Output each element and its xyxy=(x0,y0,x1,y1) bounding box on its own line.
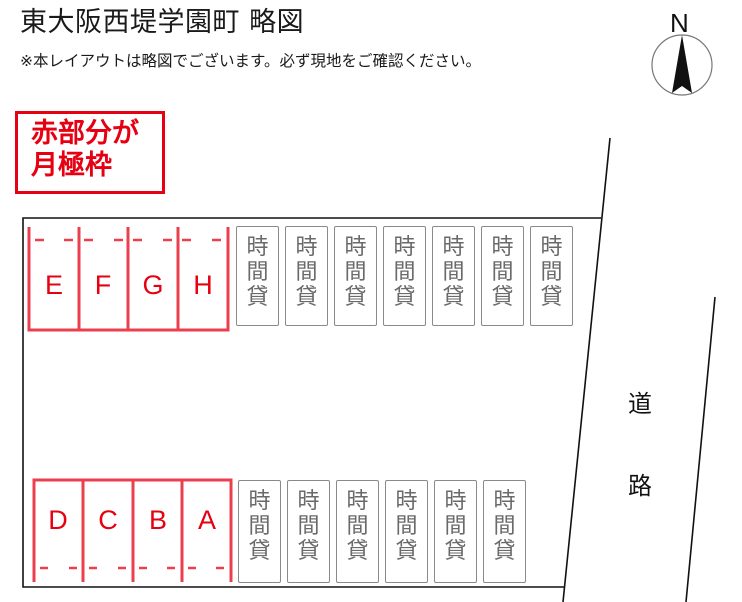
monthly-stalls-bottom xyxy=(32,478,233,582)
hourly-stall[interactable]: 時間貸 xyxy=(236,226,279,326)
road-label-2: 路 xyxy=(628,472,652,500)
monthly-stall-F[interactable]: F xyxy=(94,270,112,300)
hourly-stall[interactable]: 時間貸 xyxy=(285,226,328,326)
hourly-char: 貸 xyxy=(395,539,418,564)
hourly-char: 貸 xyxy=(246,285,269,310)
hourly-char: 時 xyxy=(540,235,563,260)
hourly-char: 間 xyxy=(393,260,416,285)
hourly-stall[interactable]: 時間貸 xyxy=(434,480,477,583)
monthly-stall-A[interactable]: A xyxy=(197,505,216,535)
monthly-stall-C[interactable]: C xyxy=(98,505,118,535)
hourly-stall[interactable]: 時間貸 xyxy=(287,480,330,583)
monthly-stall-E[interactable]: E xyxy=(44,270,63,300)
monthly-stall-B[interactable]: B xyxy=(148,505,167,535)
hourly-char: 貸 xyxy=(444,539,467,564)
hourly-stall[interactable]: 時間貸 xyxy=(334,226,377,326)
road-label-1: 道 xyxy=(628,390,652,418)
hourly-char: 貸 xyxy=(248,539,271,564)
monthly-stall-G[interactable]: G xyxy=(142,270,164,300)
hourly-char: 間 xyxy=(295,260,318,285)
hourly-char: 時 xyxy=(346,489,369,514)
hourly-char: 貸 xyxy=(540,285,563,310)
hourly-char: 間 xyxy=(540,260,563,285)
hourly-char: 時 xyxy=(393,235,416,260)
lot-boundary xyxy=(22,217,601,588)
hourly-char: 貸 xyxy=(344,285,367,310)
hourly-char: 時 xyxy=(344,235,367,260)
hourly-char: 時 xyxy=(493,489,516,514)
hourly-stall[interactable]: 時間貸 xyxy=(385,480,428,583)
road-edges xyxy=(562,137,716,602)
monthly-stall-D[interactable]: D xyxy=(48,505,68,535)
hourly-char: 間 xyxy=(493,514,516,539)
hourly-char: 貸 xyxy=(295,285,318,310)
hourly-stall[interactable]: 時間貸 xyxy=(483,480,526,583)
hourly-char: 時 xyxy=(395,489,418,514)
hourly-char: 時 xyxy=(442,235,465,260)
hourly-char: 間 xyxy=(344,260,367,285)
hourly-char: 間 xyxy=(444,514,467,539)
disclaimer-note: ※本レイアウトは略図でございます。必ず現地をご確認ください。 xyxy=(20,52,481,70)
legend-box: 赤部分が 月極枠 xyxy=(15,111,165,194)
hourly-char: 時 xyxy=(297,489,320,514)
hourly-char: 間 xyxy=(297,514,320,539)
legend-line-1: 赤部分が xyxy=(31,118,139,149)
compass-north-label: N xyxy=(670,8,689,38)
hourly-stall[interactable]: 時間貸 xyxy=(336,480,379,583)
hourly-stall[interactable]: 時間貸 xyxy=(238,480,281,583)
hourly-char: 時 xyxy=(491,235,514,260)
hourly-stall[interactable]: 時間貸 xyxy=(481,226,524,326)
hourly-char: 間 xyxy=(248,514,271,539)
hourly-char: 貸 xyxy=(491,285,514,310)
hourly-char: 貸 xyxy=(297,539,320,564)
hourly-char: 貸 xyxy=(442,285,465,310)
hourly-char: 貸 xyxy=(393,285,416,310)
monthly-stalls-top xyxy=(27,227,230,332)
hourly-stall[interactable]: 時間貸 xyxy=(530,226,573,326)
hourly-char: 時 xyxy=(444,489,467,514)
page-title: 東大阪西堤学園町 略図 xyxy=(20,7,305,38)
hourly-stall[interactable]: 時間貸 xyxy=(383,226,426,326)
hourly-char: 貸 xyxy=(346,539,369,564)
hourly-char: 時 xyxy=(246,235,269,260)
hourly-char: 間 xyxy=(442,260,465,285)
monthly-stall-H[interactable]: H xyxy=(193,270,213,300)
hourly-char: 間 xyxy=(395,514,418,539)
hourly-char: 貸 xyxy=(493,539,516,564)
hourly-stall[interactable]: 時間貸 xyxy=(432,226,475,326)
hourly-char: 時 xyxy=(248,489,271,514)
legend-line-2: 月極枠 xyxy=(31,150,112,181)
north-arrow-icon xyxy=(651,34,713,96)
hourly-char: 間 xyxy=(491,260,514,285)
hourly-char: 時 xyxy=(295,235,318,260)
hourly-char: 間 xyxy=(246,260,269,285)
hourly-char: 間 xyxy=(346,514,369,539)
